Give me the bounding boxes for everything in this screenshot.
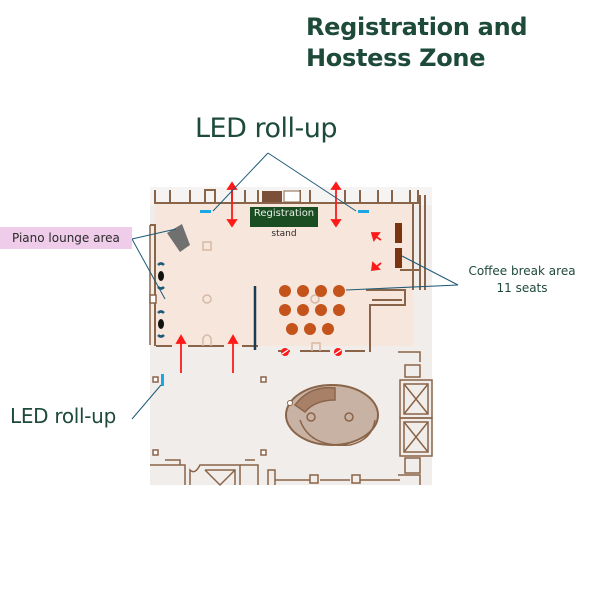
pillars [202, 241, 321, 351]
left-wall-detail [149, 225, 157, 345]
coffee-seat-3 [315, 285, 327, 297]
page-title: Registration and Hostess Zone [306, 12, 596, 74]
piano-lounge-label: Piano lounge area [0, 227, 132, 249]
coffee-seat-5 [279, 304, 291, 316]
coffee-seat-1 [279, 285, 291, 297]
lounge-seating [157, 262, 165, 338]
coffee-seats [279, 285, 345, 335]
bottom-structures [150, 459, 400, 487]
lower-pillars [152, 376, 267, 456]
coffee-break-seats: 11 seats [496, 281, 548, 295]
coffee-seat-8 [333, 304, 345, 316]
coffee-seat-6 [297, 304, 309, 316]
coffee-break-title: Coffee break area [468, 264, 576, 278]
arrow-bidirectional-2 [330, 181, 342, 228]
led-rollup-marker-1 [200, 210, 211, 213]
title-line-2: Hostess Zone [306, 44, 486, 72]
walls [150, 189, 426, 352]
coffee-seat-10 [304, 323, 316, 335]
spiral-staircase [285, 384, 379, 447]
led-rollup-marker-3 [161, 374, 164, 386]
flow-arrows [175, 181, 382, 373]
registration-stand-sublabel: stand [271, 229, 297, 239]
coffee-break-label: Coffee break area 11 seats [452, 263, 592, 297]
callout-lines [131, 152, 459, 420]
arrow-diag-2 [370, 261, 382, 272]
led-rollup-left-label: LED roll-up [10, 404, 116, 428]
led-rollup-marker-2 [358, 210, 369, 213]
elevators [398, 351, 433, 485]
coffee-seat-4 [333, 285, 345, 297]
coffee-seat-11 [322, 323, 334, 335]
arrow-up-1 [175, 334, 187, 373]
coffee-table-2 [395, 248, 402, 268]
piano-icon [167, 224, 190, 252]
top-door-light [283, 190, 301, 203]
top-door-dark [262, 191, 282, 202]
title-line-1: Registration and [306, 13, 528, 41]
registration-stand-box: Registration [250, 207, 318, 227]
coffee-seat-2 [297, 285, 309, 297]
coffee-table-1 [395, 223, 402, 243]
arrow-diag-1 [370, 232, 382, 243]
arrow-bidirectional-1 [226, 181, 238, 228]
led-rollup-top-label: LED roll-up [195, 113, 338, 144]
coffee-seat-7 [315, 304, 327, 316]
arrow-up-2 [227, 334, 239, 373]
no-entry-signs [281, 348, 342, 356]
coffee-seat-9 [286, 323, 298, 335]
